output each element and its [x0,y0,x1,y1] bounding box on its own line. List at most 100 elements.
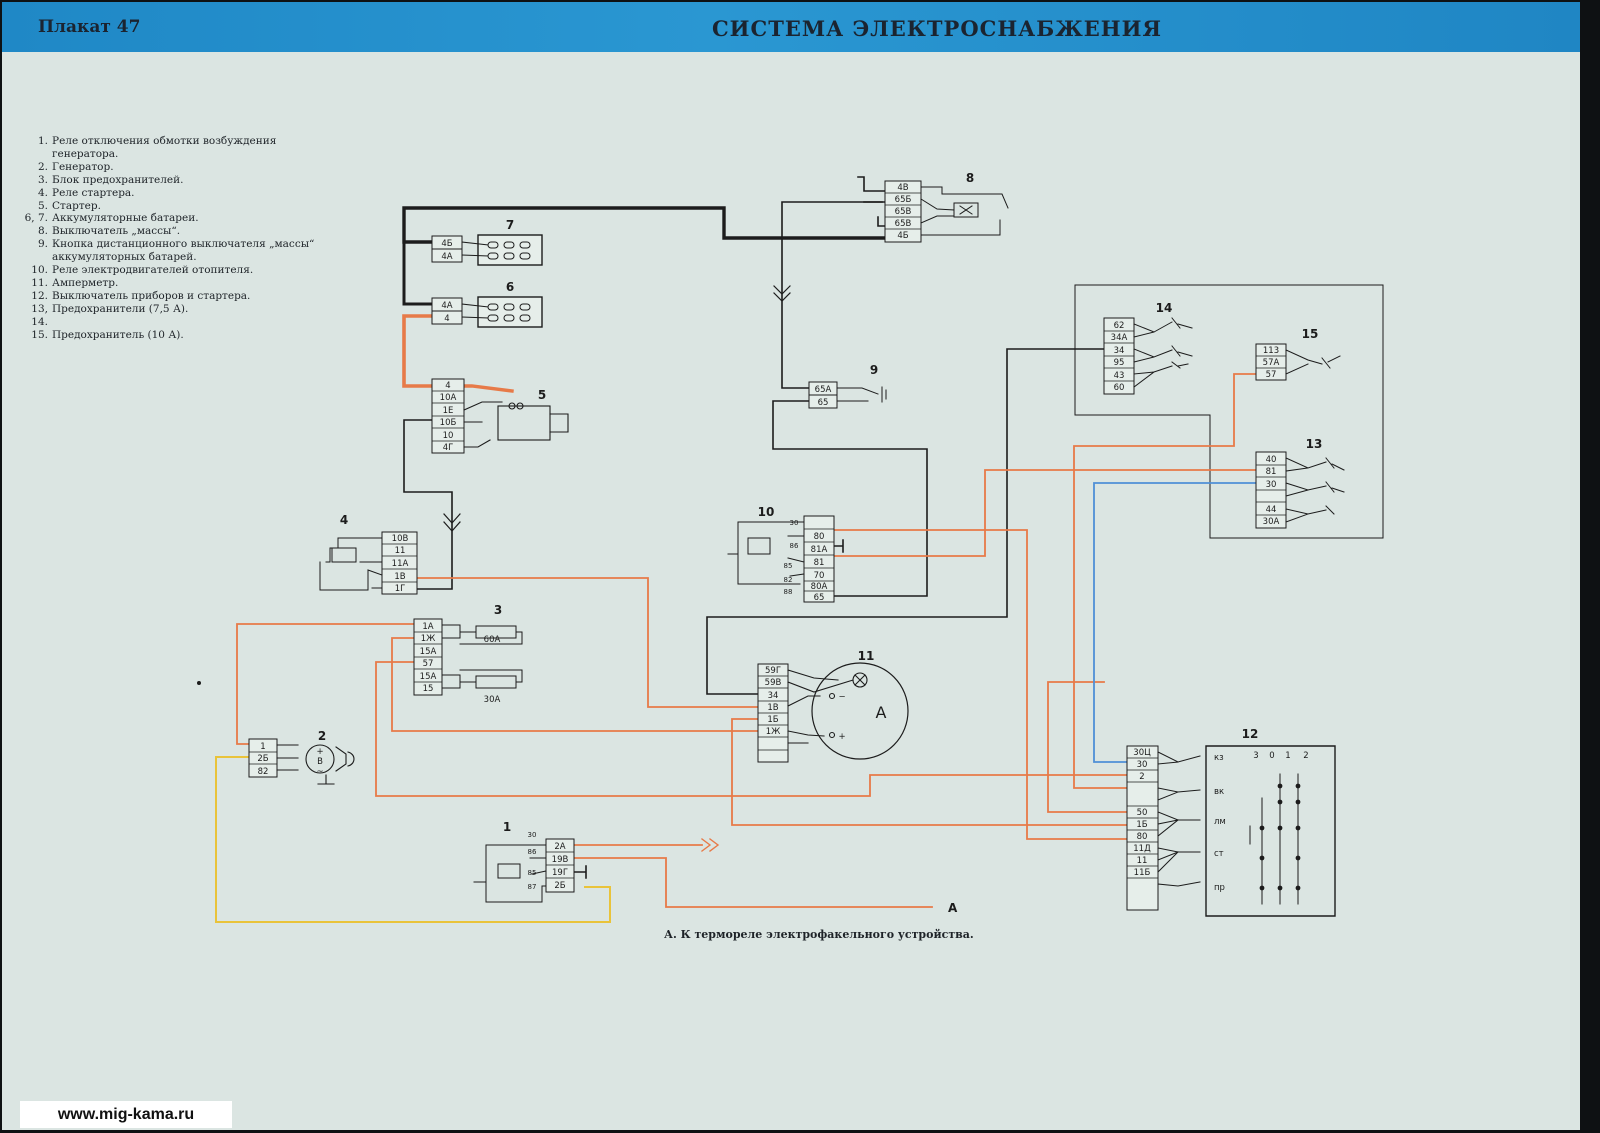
wires-blue [1093,482,1257,763]
legend: 1.Реле отключения обмотки возбуждения ге… [24,135,344,342]
terminal-label: 60 [1114,383,1125,393]
terminal-label: 59Г [765,666,781,676]
component-12: 30Ц 30 2 50 1Б 80 11Д 11 11Б [1126,727,1309,911]
terminal-label: 95 [1114,358,1125,368]
terminal-label: 10А [440,393,457,403]
switch-position: 2 [1303,751,1308,761]
terminal-label: 15А [420,672,437,682]
terminal-label: 10 [443,431,454,441]
caption: А. К термореле электрофакельного устройс… [664,928,974,941]
component-2: 1 2Б 82 + В ~ 2 [248,729,355,785]
component-14: 62 34А 34 95 43 60 14 [1103,301,1193,395]
fuse-rating: 30А [484,695,501,705]
terminal-label: 19Г [552,868,568,878]
terminal-label: 43 [1114,371,1125,381]
terminal-label: 2Б [554,881,565,891]
wires-yellow [215,756,611,923]
terminal-label: 15 [423,684,434,694]
terminal-label: 70 [814,571,825,581]
terminal-label: 34А [1111,333,1128,343]
website-label[interactable]: www.mig-kama.ru [20,1101,232,1128]
component-15: 113 57А 57 15 [1255,327,1341,381]
component-8: 4В 65Б 65В 65В 4Б 8 [884,171,1009,243]
terminal-label: 4А [441,301,452,311]
pin-number: 86 [790,542,799,550]
pin-number: 85 [784,562,793,570]
terminal-label: 80 [814,532,825,542]
component-label: 7 [506,218,514,232]
terminal-label: 30 [1137,760,1148,770]
switch-row-label: лм [1214,817,1226,827]
terminal-label: 1В [767,703,778,713]
terminal-label: 2 [1139,772,1144,782]
component-label: 14 [1156,301,1173,315]
terminal-label: 113 [1263,346,1279,356]
terminal-label: 1 [260,742,265,752]
terminal-label: 40 [1266,455,1277,465]
pin-number: 85 [528,869,537,877]
switch-position: 3 [1253,751,1258,761]
legend-item: 3.Блок предохранителей. [37,173,184,186]
component-label: 11 [858,649,875,663]
wires-black [402,176,1384,917]
terminal-label: 4Б [897,231,908,241]
terminal-label: 57 [1266,370,1277,380]
terminal-label: 65 [814,593,825,603]
pin-number: 87 [528,883,537,891]
switch-row-label: ст [1214,849,1224,859]
component-13: 40 81 30 44 30А 13 [1255,437,1345,529]
terminal-label: 65В [895,219,912,229]
mark-dot [197,681,201,685]
terminal-label: 2Б [257,754,268,764]
terminal-label: 81 [1266,467,1277,477]
terminal-label: 4В [897,183,908,193]
terminal-label: 1А [422,622,433,632]
terminal-label: 4 [445,381,450,391]
component-label: 8 [966,171,974,185]
pin-number: 30 [528,831,537,839]
wires-orange [236,314,1257,908]
component-label: 12 [1242,727,1259,741]
poster-title: СИСТЕМА ЭЛЕКТРОСНАБЖЕНИЯ [711,16,1162,41]
legend-item: 15.Предохранитель (10 А). [31,328,184,341]
terminal-label: 10Б [440,418,457,428]
switch-row-label: вк [1214,787,1224,797]
component-3: 1А 1Ж 15А 57 15А 15 60А 30А 3 [413,603,523,705]
terminal-label: 50 [1137,808,1148,818]
terminal-label: 34 [768,691,779,701]
legend-item: 5.Стартер. [37,199,101,212]
terminal-label: 30А [1263,517,1280,527]
terminal-label: 2А [554,842,565,852]
terminal-label: 44 [1266,505,1277,515]
pin-number: 88 [784,588,793,596]
component-10: 80 81А 81 70 80А 65 30 86 85 82 88 10 [727,505,835,603]
component-label: 13 [1306,437,1323,451]
terminal-label: 34 [1114,346,1125,356]
legend-item: 12.Выключатель приборов и стартера. [31,289,251,302]
terminal-label: 11 [1137,856,1148,866]
pin-number: 86 [528,848,537,856]
component-7: 4Б 4А 7 [431,218,543,266]
terminal-label: 80А [811,582,828,592]
terminal-label: 81А [811,545,828,555]
terminal-label: 11 [395,546,406,556]
terminal-label: 19В [552,855,569,865]
legend-item: 8.Выключатель „массы“. [37,225,181,238]
switch-row-label: пр [1214,883,1225,893]
component-label: 5 [538,388,546,402]
terminal-label: 11А [392,559,409,569]
component-6: 4А 4 6 [431,280,543,328]
header-bar: Плакат 47 СИСТЕМА ЭЛЕКТРОСНАБЖЕНИЯ [2,2,1580,52]
terminal-mark: − [838,692,845,702]
component-label: 9 [870,363,878,377]
switch-row-label: кз [1214,753,1224,763]
terminal-label: 15А [420,647,437,657]
terminal-label: 1Ж [766,727,781,737]
switch-position: 0 [1269,751,1274,761]
terminal-label: 11Б [1134,868,1151,878]
terminal-label: 57 [423,659,434,669]
component-label: 4 [340,513,348,527]
terminal-label: 65В [895,207,912,217]
